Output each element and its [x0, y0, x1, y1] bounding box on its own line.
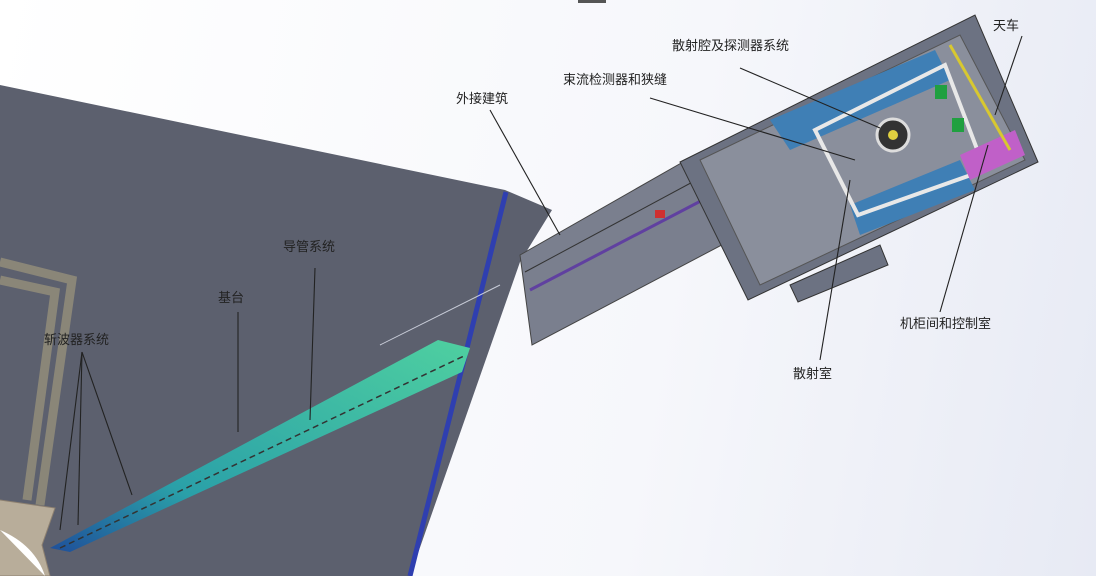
leader-external-building — [489, 109, 561, 236]
label-beam-monitor-slit: 束流检测器和狭缝 — [563, 73, 667, 88]
red-component — [655, 210, 665, 218]
hall-floor — [0, 85, 552, 576]
top-mark — [578, 0, 606, 3]
hall-wall-blue-line — [407, 191, 509, 576]
frame-structure — [0, 257, 78, 506]
leader-crane — [994, 35, 1023, 116]
leader-chopper-1 — [59, 351, 83, 531]
label-cabinet-control-room: 机柜间和控制室 — [900, 316, 991, 332]
duct-edge — [524, 177, 701, 273]
blue-area-top — [770, 50, 950, 150]
building-annex — [789, 244, 889, 303]
reactor-shield-segment — [0, 499, 56, 576]
sample-position — [888, 130, 898, 140]
leader-beam-monitor — [649, 97, 856, 161]
reactor-core-arc — [0, 530, 45, 576]
crane-rail — [948, 44, 1012, 151]
beam-duct-line — [529, 190, 719, 292]
label-chopper-system: 斩波器系统 — [44, 333, 109, 348]
leader-guide — [309, 267, 316, 421]
label-crane: 天车 — [993, 18, 1019, 34]
label-external-building: 外接建筑 — [456, 91, 508, 107]
green-component-1 — [935, 85, 947, 99]
label-scattering-room: 散射室 — [793, 366, 832, 382]
leader-scattering-room — [819, 179, 851, 361]
label-guide-system: 导管系统 — [283, 240, 335, 255]
guide-centerline — [59, 354, 467, 549]
leader-scattering-chamber — [739, 67, 881, 129]
control-room — [960, 130, 1025, 180]
sightline — [379, 284, 501, 346]
leader-chopper-2 — [77, 351, 83, 526]
label-base: 基台 — [218, 291, 244, 306]
neutron-guide — [50, 340, 470, 552]
green-component-2 — [952, 118, 964, 132]
leader-control-room — [939, 144, 989, 313]
label-scattering-chamber-detector: 散射腔及探测器系统 — [672, 38, 789, 54]
leader-chopper-3 — [81, 351, 133, 496]
